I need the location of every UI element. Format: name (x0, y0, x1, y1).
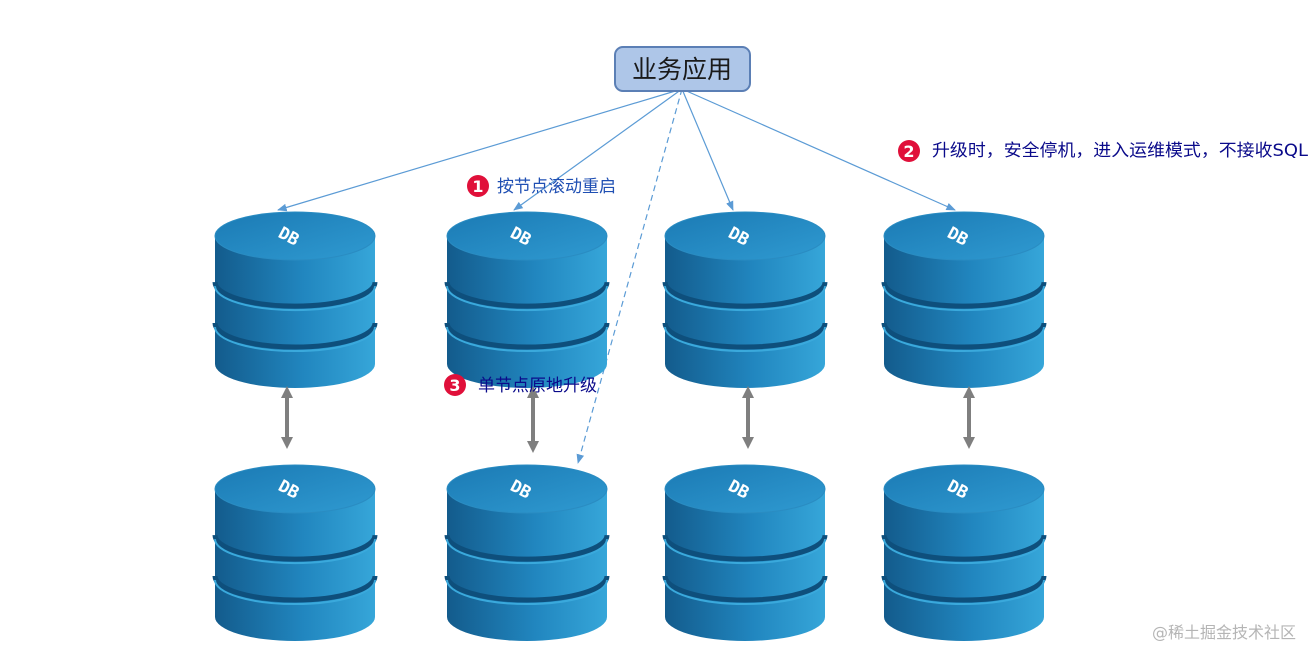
db-ring (444, 575, 610, 603)
db-ring-highlight (446, 538, 608, 565)
db-ring-highlight (446, 579, 608, 606)
db-ring (881, 281, 1047, 309)
note-safe-shutdown: 2 升级时，安全停机，进入运维模式，不接收SQL (898, 140, 1309, 162)
db-top (883, 464, 1045, 514)
db-ring (212, 322, 378, 350)
db-top (883, 211, 1045, 261)
database-replica-3: DB (662, 464, 828, 641)
note-3-text: 单节点原地升级 (478, 376, 597, 396)
badge-1 (467, 175, 489, 197)
db-ring-highlight (446, 285, 608, 312)
db-body (665, 236, 825, 388)
badge-3-number: 3 (449, 376, 460, 395)
db-ring-highlight (883, 538, 1045, 565)
database-replica-2: DB (444, 464, 610, 641)
db-body (215, 236, 375, 388)
connector-to-db-1 (277, 88, 683, 212)
db-top (664, 464, 826, 514)
database-replica-1: DB (212, 464, 378, 641)
db-ring-highlight (214, 579, 376, 606)
database-primary-2: DB (444, 211, 610, 388)
db-ring (444, 281, 610, 309)
db-top (446, 211, 608, 261)
db-top (214, 464, 376, 514)
database-replica-4: DB (881, 464, 1047, 641)
watermark: @稀土掘金技术社区 (1152, 623, 1296, 642)
db-ring (881, 575, 1047, 603)
db-body (447, 236, 607, 388)
db-ring (212, 281, 378, 309)
db-top (446, 464, 608, 514)
db-ring (444, 322, 610, 350)
db-body (884, 236, 1044, 388)
db-ring (444, 534, 610, 562)
database-primary-1: DB (212, 211, 378, 388)
connector-to-db-4 (681, 88, 956, 211)
database-primary-3: DB (662, 211, 828, 388)
connector-to-replica-2 (576, 88, 683, 464)
db-ring (662, 281, 828, 309)
note-in-place-upgrade: 3 单节点原地升级 (444, 374, 597, 396)
connector-to-db-2 (513, 88, 683, 211)
db-ring-highlight (883, 579, 1045, 606)
db-ring (881, 322, 1047, 350)
business-app-label: 业务应用 (632, 55, 732, 84)
db-ring (662, 322, 828, 350)
database-primary-4: DB (881, 211, 1047, 388)
sync-arrows (281, 386, 975, 453)
business-app-box: 业务应用 (614, 46, 751, 92)
db-ring-highlight (446, 326, 608, 353)
note-2-text: 升级时，安全停机，进入运维模式，不接收SQL (932, 141, 1309, 161)
note-1-text: 按节点滚动重启 (497, 177, 616, 197)
db-body (215, 489, 375, 641)
connector-to-db-3 (681, 88, 734, 211)
db-ring-highlight (664, 538, 826, 565)
db-ring (662, 534, 828, 562)
badge-2-number: 2 (903, 142, 914, 161)
db-body (447, 489, 607, 641)
db-ring-highlight (664, 326, 826, 353)
db-body (884, 489, 1044, 641)
db-ring-highlight (883, 326, 1045, 353)
note-rolling-restart: 1 按节点滚动重启 (467, 175, 616, 197)
db-ring (662, 575, 828, 603)
db-ring (212, 534, 378, 562)
db-ring-highlight (214, 326, 376, 353)
connector-lines (277, 88, 956, 464)
badge-2 (898, 140, 920, 162)
badge-3 (444, 374, 466, 396)
db-top (664, 211, 826, 261)
db-ring (881, 534, 1047, 562)
db-body (665, 489, 825, 641)
database-layer: DB DB DB DB DB DB DB DB (212, 211, 1047, 641)
db-ring-highlight (883, 285, 1045, 312)
badge-1-number: 1 (472, 177, 483, 196)
db-top (214, 211, 376, 261)
db-ring-highlight (214, 285, 376, 312)
db-ring-highlight (664, 579, 826, 606)
db-ring (212, 575, 378, 603)
db-ring-highlight (664, 285, 826, 312)
db-ring-highlight (214, 538, 376, 565)
